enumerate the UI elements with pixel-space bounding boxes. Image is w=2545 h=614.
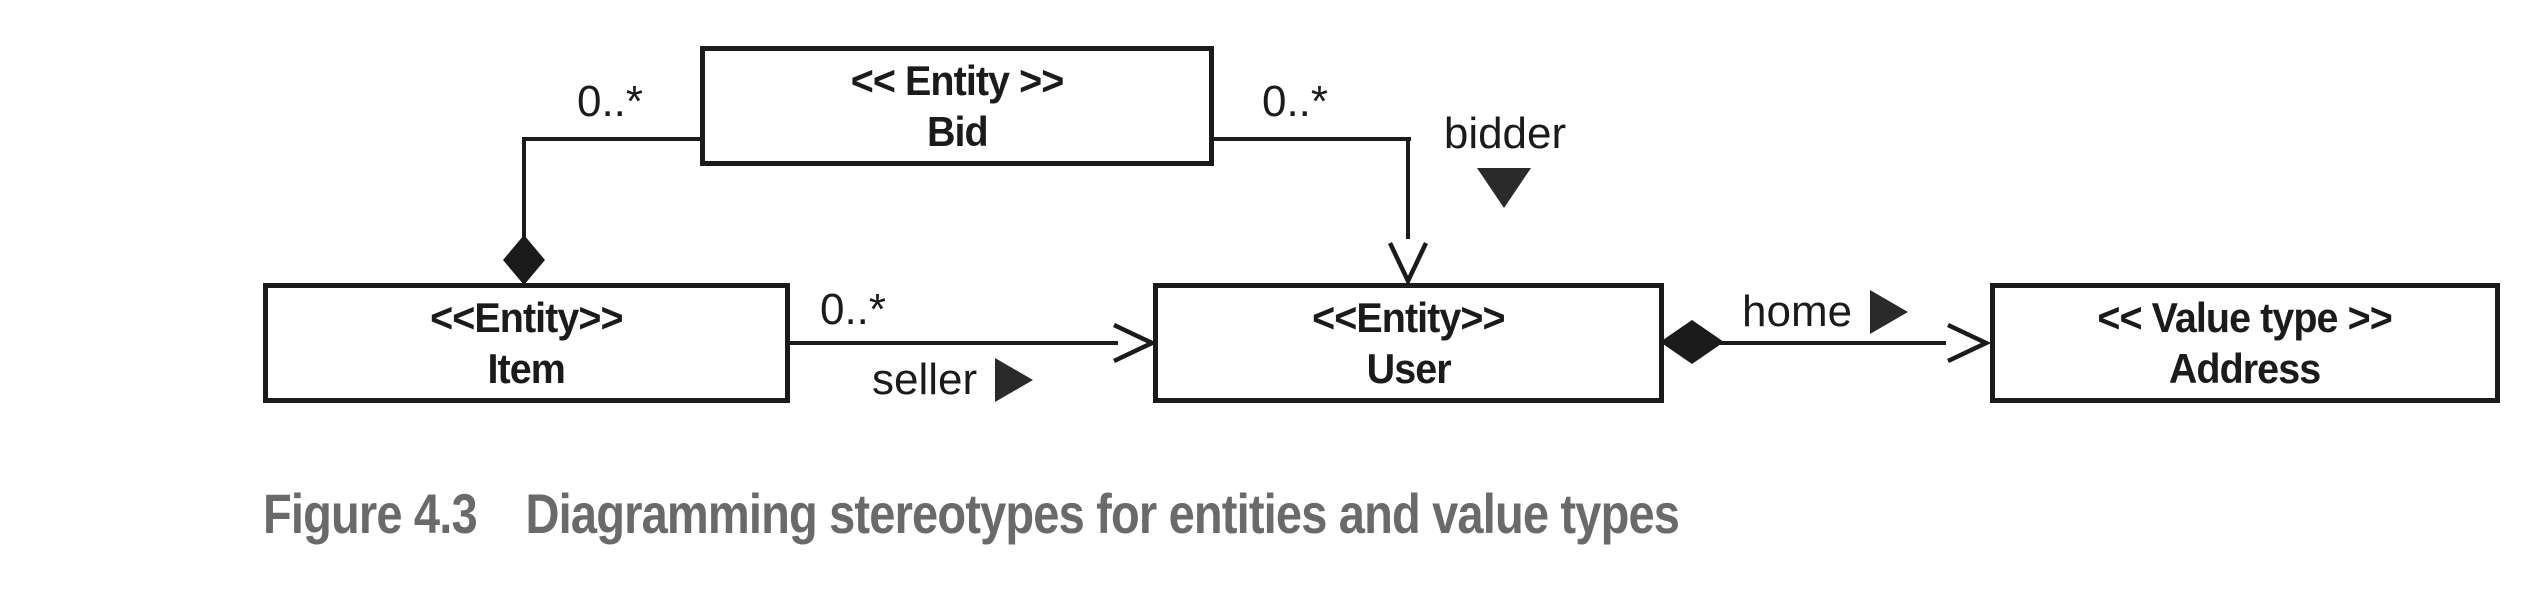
stereotype-label: <<Entity>> — [1312, 294, 1505, 341]
class-name: Address — [2169, 345, 2321, 392]
value-type-node-address: << Value type >> Address — [1990, 283, 2500, 403]
entity-node-bid: << Entity >> Bid — [700, 46, 1214, 166]
class-name: User — [1366, 345, 1451, 392]
class-name: Bid — [926, 108, 989, 155]
role-label-text: home — [1742, 287, 1853, 336]
direction-triangle-down-icon — [1477, 168, 1531, 208]
bid-item-association-line — [524, 137, 700, 141]
open-arrowhead-down-icon — [1387, 242, 1429, 285]
stereotype-label: <<Entity>> — [430, 294, 623, 341]
entity-node-user: <<Entity>> User — [1153, 283, 1664, 403]
user-address-association-line — [1720, 341, 1946, 345]
figure-caption: Figure 4.3 Diagramming stereotypes for e… — [263, 482, 1680, 545]
class-name: Item — [487, 345, 566, 392]
open-arrowhead-right-icon — [1947, 322, 1990, 364]
role-label-seller: seller — [872, 355, 1034, 404]
figure-title: Diagramming stereotypes for entities and… — [525, 482, 1680, 545]
direction-triangle-right-icon — [1870, 290, 1909, 334]
bid-user-association-line — [1406, 137, 1410, 239]
multiplicity-label: 0..* — [576, 77, 644, 126]
bid-item-association-line — [522, 137, 526, 239]
multiplicity-label: 0..* — [1261, 77, 1329, 126]
multiplicity-label: 0..* — [819, 285, 887, 334]
direction-triangle-right-icon — [995, 358, 1034, 402]
role-label-home: home — [1742, 287, 1909, 336]
role-label-bidder: bidder — [1443, 109, 1567, 158]
composition-diamond-icon — [503, 235, 545, 285]
stereotype-label: << Entity >> — [850, 57, 1064, 104]
bid-user-association-line — [1214, 137, 1411, 141]
role-label-text: seller — [872, 355, 978, 404]
item-user-association-line — [790, 341, 1118, 345]
figure-number: Figure 4.3 — [263, 482, 478, 545]
stereotype-label: << Value type >> — [2097, 294, 2393, 341]
composition-diamond-icon — [1660, 320, 1724, 364]
entity-node-item: <<Entity>> Item — [263, 283, 790, 403]
open-arrowhead-right-icon — [1113, 322, 1156, 364]
